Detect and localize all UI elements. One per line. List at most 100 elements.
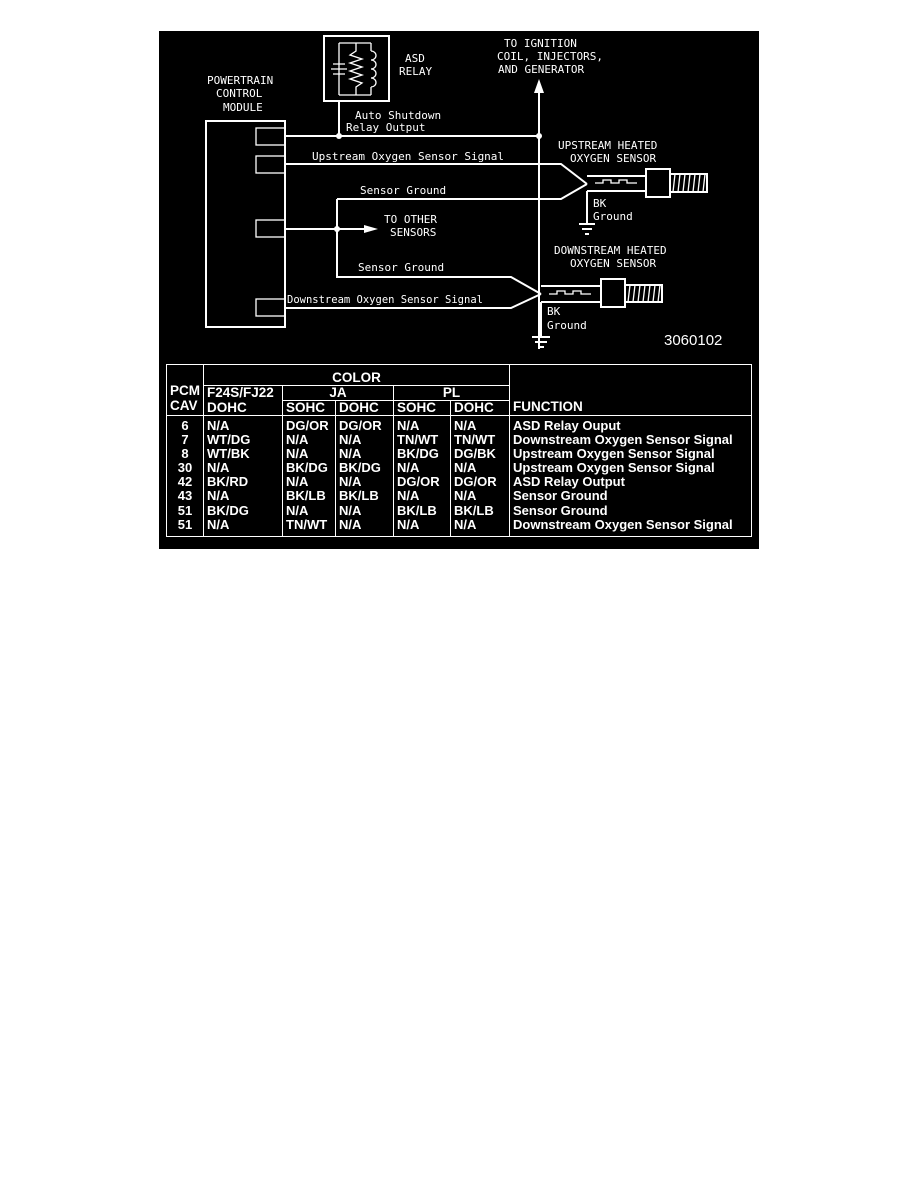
other-sensors-arrow-icon xyxy=(364,225,378,233)
upstream-sensor-hex xyxy=(645,168,671,198)
table-cell-pl-dohc: N/A xyxy=(454,418,477,433)
figure-code: 3060102 xyxy=(664,332,722,349)
ja-header: JA xyxy=(282,385,394,401)
table-cell-pl-sohc: BK/LB xyxy=(397,502,437,518)
table-cell-pl-sohc: BK/DG xyxy=(397,446,439,462)
table-cell-function: Upstream Oxygen Sensor Signal xyxy=(513,446,715,462)
asd-relay-label-2: RELAY xyxy=(399,65,432,78)
header-row-3: PCM CAV DOHC SOHC DOHC SOHC DOHC xyxy=(166,383,752,416)
table-cell-pl-dohc: DG/BK xyxy=(454,446,496,462)
table-cell-pl-dohc: N/A xyxy=(454,516,477,532)
upstream-heater-icon xyxy=(595,179,637,184)
f24s-header: F24S/FJ22 xyxy=(203,385,283,401)
relay-coil-icon xyxy=(370,50,377,88)
table-cell-f24s-dohc: N/A xyxy=(207,516,230,532)
downstream-sensor-hex xyxy=(600,278,626,308)
table-cell-ja-dohc: N/A xyxy=(339,516,362,532)
pl-header: PL xyxy=(393,385,510,401)
asd-output-label-2: Relay Output xyxy=(346,121,425,134)
table-cell-ja-dohc: DG/OR xyxy=(339,418,382,433)
ground-bk-label-2: BK xyxy=(547,305,561,318)
upstream-thread-lines xyxy=(672,173,706,193)
downstream-thread-lines xyxy=(627,284,661,303)
table-cell-pl-sohc: DG/OR xyxy=(397,474,440,490)
table-cell-cav: 8 xyxy=(181,446,189,462)
table-cell-pl-sohc: N/A xyxy=(397,488,420,504)
connector-table: COLOR FUNCTION F24S/FJ22 JA PL PCM CAV D… xyxy=(166,364,752,537)
pcm-label-1: POWERTRAIN xyxy=(207,74,273,87)
pcm-header: PCM xyxy=(170,382,200,398)
cav-header: CAV xyxy=(170,397,198,413)
table-cell-pl-sohc: N/A xyxy=(397,460,420,476)
table-cell-ja-sohc: N/A xyxy=(286,502,309,518)
pcm-box xyxy=(205,120,286,328)
downstream-signal-label: Downstream Oxygen Sensor Signal xyxy=(287,294,483,306)
ground-label-1: Ground xyxy=(593,210,633,223)
ignition-label-3: AND GENERATOR xyxy=(498,63,584,76)
table-cell-ja-dohc: BK/LB xyxy=(339,488,379,504)
table-cell-pl-dohc: N/A xyxy=(454,460,477,476)
table-cell-ja-sohc: N/A xyxy=(286,446,309,462)
table-cell-cav: 51 xyxy=(177,516,193,532)
function-header: FUNCTION xyxy=(509,364,752,416)
asd-relay-box xyxy=(323,35,390,102)
pcm-pin-asd xyxy=(255,127,286,146)
table-cell-f24s-dohc: WT/BK xyxy=(207,446,250,462)
pl-dohc-header: DOHC xyxy=(450,400,510,416)
header-row-1: COLOR FUNCTION xyxy=(166,364,752,416)
table-cell-pl-sohc: TN/WT xyxy=(397,432,439,448)
table-cell-function: Downstream Oxygen Sensor Signal xyxy=(513,432,733,448)
table-cell-function: Upstream Oxygen Sensor Signal xyxy=(513,460,715,476)
pcm-pin-upstream xyxy=(255,155,286,174)
table-cell-cav: 42 xyxy=(177,474,193,490)
ground-label-2: Ground xyxy=(547,319,587,332)
table-cell-f24s-dohc: N/A xyxy=(207,488,230,504)
downstream-sensor-label-1: DOWNSTREAM HEATED xyxy=(554,244,667,257)
sensor-ground-label-2: Sensor Ground xyxy=(358,261,444,274)
table-cell-function: Downstream Oxygen Sensor Signal xyxy=(513,516,733,532)
table-cell-f24s-dohc: WT/DG xyxy=(207,432,251,448)
pin-table: COLOR FUNCTION F24S/FJ22 JA PL PCM CAV D… xyxy=(159,364,759,549)
table-cell-function: ASD Relay Ouput xyxy=(513,418,621,433)
wiring-diagram: ASD RELAY POWERTRAIN CONTROL MODULE U xyxy=(205,35,722,349)
table-cell-ja-sohc: DG/OR xyxy=(286,418,329,433)
pcm-label-3: MODULE xyxy=(223,101,263,114)
ground-junction xyxy=(334,226,340,232)
color-header: COLOR xyxy=(203,364,510,386)
table-cell-ja-dohc: N/A xyxy=(339,446,362,462)
other-sensors-label-2: SENSORS xyxy=(390,226,436,239)
table-cell-ja-dohc: N/A xyxy=(339,474,362,490)
upstream-sensor-label-1: UPSTREAM HEATED xyxy=(558,139,657,152)
table-cell-f24s-dohc: N/A xyxy=(207,460,230,476)
ignition-junction xyxy=(536,133,542,139)
table-cell-pl-dohc: BK/LB xyxy=(454,502,494,518)
upstream-ground-icon xyxy=(579,223,595,235)
table-cell-pl-dohc: N/A xyxy=(454,488,477,504)
table-cell-ja-sohc: TN/WT xyxy=(286,516,328,532)
table-cell-f24s-dohc: N/A xyxy=(207,418,230,433)
ground-bk-label-1: BK xyxy=(593,197,607,210)
relay-coil-frame xyxy=(356,42,372,96)
pl-sohc-header: SOHC xyxy=(393,400,451,416)
downstream-ground-wire xyxy=(336,199,542,295)
table-cell-pl-sohc: N/A xyxy=(397,516,420,532)
ignition-arrow-icon xyxy=(534,79,544,93)
pcm-pin-downstream xyxy=(255,298,286,317)
table-cell-pl-dohc: DG/OR xyxy=(454,474,497,490)
asd-relay-label-1: ASD xyxy=(405,52,425,65)
downstream-signal-wire xyxy=(285,293,542,309)
f24s-dohc-header: DOHC xyxy=(203,400,283,416)
ignition-label-1: TO IGNITION xyxy=(504,37,577,50)
table-cell-f24s-dohc: BK/RD xyxy=(207,474,249,490)
table-cell-f24s-dohc: BK/DG xyxy=(207,502,249,518)
table-cell-pl-dohc: TN/WT xyxy=(454,432,496,448)
other-sensors-label-1: TO OTHER xyxy=(384,213,437,226)
wiring-figure: ASD RELAY POWERTRAIN CONTROL MODULE U xyxy=(159,31,759,549)
upstream-signal-wire xyxy=(285,163,588,185)
table-cell-cav: 6 xyxy=(181,418,189,433)
